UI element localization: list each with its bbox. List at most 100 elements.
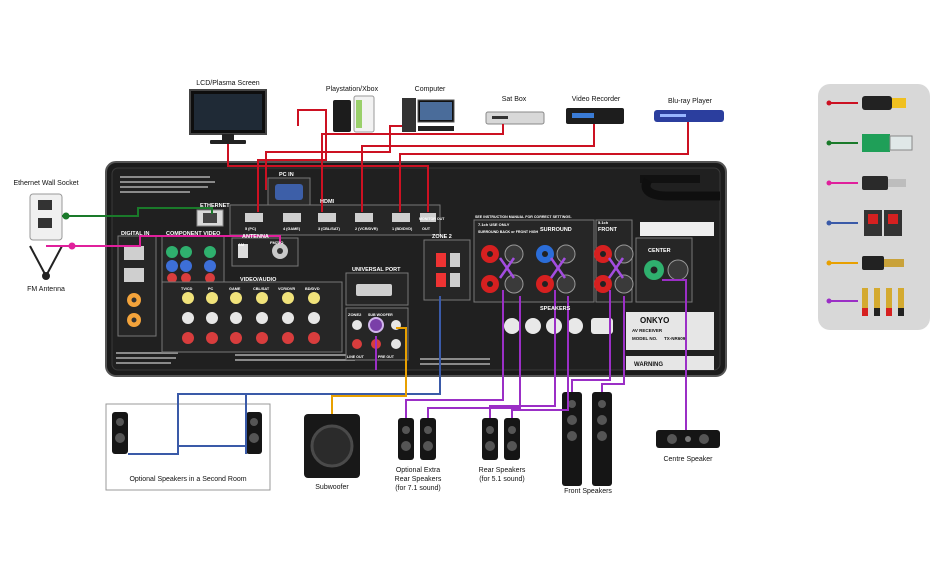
- pc-in-section: [267, 177, 311, 207]
- centre-speaker-label: Centre Speaker: [663, 456, 713, 463]
- ethernet-section-label: ETHERNET: [200, 203, 230, 209]
- legend-speaker: [826, 288, 904, 316]
- computer-label: Computer: [414, 86, 446, 93]
- front-label: FRONT: [598, 227, 618, 233]
- hdmi-section: [229, 204, 441, 236]
- extra-rear-speakers: [398, 418, 436, 460]
- fm-antenna-device: [29, 245, 63, 280]
- zone2-terminals: [423, 239, 471, 301]
- ethernet-cable: [62, 207, 213, 220]
- hdmi-label: HDMI: [320, 199, 335, 205]
- zone2-label: ZONE 2: [432, 234, 452, 240]
- recorder-label: Video Recorder: [571, 96, 621, 103]
- universal-port-label: UNIVERSAL PORT: [352, 267, 401, 273]
- see-manual-label: SEE INSTRUCTION MANUAL FOR CORRECT SETTI…: [475, 215, 572, 219]
- pre-out-label: PRE OUT: [378, 355, 395, 359]
- va-input-vcrdvr: VCR/DVR: [278, 287, 295, 291]
- legend-subwoofer: [826, 256, 904, 270]
- ch51-label: 5.1ch: [598, 220, 609, 225]
- antenna-cable: [46, 235, 281, 250]
- ethernet-socket-label: Ethernet Wall Socket: [13, 180, 79, 187]
- va-input-game: GAME: [229, 287, 241, 291]
- video-audio-label: VIDEO/AUDIO: [240, 277, 277, 283]
- front-speakers: [562, 392, 612, 486]
- surround-back-label: SURROUND BACK or FRONT HIGH: [478, 230, 538, 234]
- subwoofer-cable: [331, 327, 407, 414]
- pc-in-label: PC IN: [279, 172, 294, 178]
- extra-rear-label: Optional Extra Rear Speakers (for 7.1 so…: [395, 466, 442, 493]
- line-out-label: LINE OUT: [347, 355, 365, 359]
- zone2-cables: [128, 296, 441, 455]
- satbox-label: Sat Box: [501, 96, 527, 103]
- front-speakers-label: Front Speakers: [564, 488, 612, 495]
- zone2-out-label: ZONE2: [348, 312, 362, 317]
- rear-label: Rear Speakers (for 5.1 sound): [479, 466, 526, 484]
- rear-label-line2: (for 5.1 sound): [479, 476, 525, 483]
- rear-label-line1: Rear Speakers: [478, 467, 526, 474]
- centre-speaker: [656, 430, 720, 448]
- speakers-label: SPEAKERS: [540, 306, 571, 312]
- ch71-label: 7.1ch USE ONLY: [478, 222, 510, 227]
- cable-legend: [818, 84, 930, 330]
- hdmi-port-1: 1 (BD/DVD): [392, 227, 413, 231]
- recorder-device: [566, 108, 624, 124]
- component-video-section: [161, 235, 225, 283]
- compliance-logos: [500, 316, 618, 338]
- subwoofer-label: Subwoofer: [315, 484, 349, 491]
- rear-speakers: [482, 418, 520, 460]
- hdmi-port-5: 5 (PC): [245, 227, 257, 231]
- am-label: AM: [238, 242, 245, 247]
- bluray-device: [654, 110, 724, 122]
- receiver-type: AV RECEIVER: [632, 328, 663, 333]
- antenna-label: ANTENNA: [242, 234, 269, 240]
- subwoofer-device: [304, 414, 360, 478]
- va-input-bddvd: BD/DVD: [305, 287, 320, 291]
- va-input-tvcd: TV/CD: [181, 287, 193, 291]
- hdmi-port-out: OUT: [422, 227, 431, 231]
- hdmi-port-3: 3 (CBL/SAT): [318, 227, 341, 231]
- center-label: CENTER: [648, 248, 671, 254]
- second-room-speaker-right: [246, 412, 262, 454]
- legend-zone2: [826, 210, 902, 236]
- computer-device: [402, 98, 455, 132]
- digital-in-label: DIGITAL IN: [121, 231, 150, 237]
- speaker-terminals: [473, 219, 714, 303]
- hdmi-port-2: 2 (VCR/DVR): [355, 227, 379, 231]
- fm-antenna-label: FM Antenna: [27, 286, 65, 293]
- monitor-out-label: MONITOR OUT: [419, 217, 445, 221]
- extra-rear-label-line3: (for 7.1 sound): [395, 485, 441, 492]
- legend-hdmi: [826, 96, 906, 110]
- legend-antenna: [826, 176, 906, 190]
- surround-label: SURROUND: [540, 227, 572, 233]
- extra-rear-label-line2: Rear Speakers: [394, 476, 442, 483]
- second-room-speaker-left: [112, 412, 128, 454]
- digital-in-section: [117, 235, 157, 337]
- antenna-section: [231, 237, 299, 267]
- brand-logo: ONKYO: [640, 316, 669, 325]
- fm-label: FM75Ω: [270, 240, 284, 245]
- console-label: Playstation/Xbox: [325, 86, 379, 93]
- warning-label: WARNING: [634, 362, 663, 368]
- bluray-label: Blu-ray Player: [668, 98, 712, 105]
- second-room-label: Optional Speakers in a Second Room: [129, 476, 247, 483]
- hdmi-cables: [227, 109, 689, 212]
- video-audio-section: [161, 281, 343, 353]
- sub-out-label: SUB WOOFER: [368, 313, 393, 317]
- legend-ethernet: [826, 134, 913, 152]
- tv-device: [189, 89, 267, 144]
- satbox-device: [485, 111, 545, 125]
- ethernet-port: [196, 209, 224, 227]
- va-input-pc: PC: [208, 287, 214, 291]
- model-number: TX-NR609: [664, 336, 686, 341]
- model-plate: [626, 312, 714, 370]
- model-number-label: MODEL NO.: [632, 336, 657, 341]
- console-device: [333, 95, 375, 133]
- ethernet-socket-device: [29, 193, 63, 241]
- speaker-cables: [375, 279, 687, 430]
- va-input-cblsat: CBL/SAT: [253, 287, 270, 291]
- extra-rear-label-line1: Optional Extra: [395, 467, 441, 474]
- component-video-label: COMPONENT VIDEO: [166, 231, 221, 237]
- hdmi-port-4: 4 (GAME): [283, 227, 301, 231]
- tv-label: LCD/Plasma Screen: [196, 80, 260, 87]
